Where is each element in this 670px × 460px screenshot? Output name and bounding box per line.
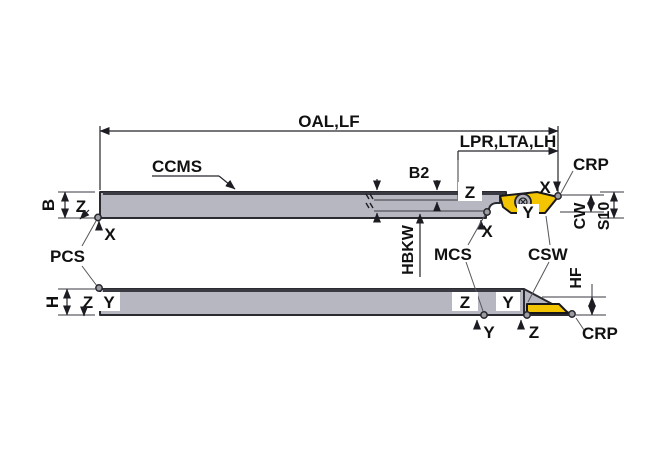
reference-dot-plan-tip [568,310,576,318]
point-z-plan-edge-label: Z [529,323,539,342]
point-z-head-label: Z [465,183,475,202]
z-plan-bar-knockout [452,292,478,311]
plan-view: H Z Y MCS CSW Z Y Y Z [43,214,618,343]
z-head-knockout [458,182,482,201]
dimension-b2-label: B2 [409,165,430,182]
dimension-b-label: B [39,199,58,211]
pcs-label: PCS [50,247,85,266]
dimension-b2: B2 [409,165,441,212]
side-view-shank [99,191,507,219]
point-z-plan-bar-label: Z [460,293,470,312]
point-x-head-label: X [481,222,493,241]
reference-dot-plan-left [95,284,103,292]
dimension-s10-label: S10 [596,202,613,231]
callout-csw: CSW [527,215,569,303]
reference-dot-corner-radius [554,192,562,200]
y-plan-bar-knockout [496,292,520,311]
side-view: OAL,LF LPR,LTA,LH CCMS B Z X PCS [39,112,624,287]
dimension-s10: S10 [596,191,624,231]
point-y-plan-bar-label: Y [502,293,514,312]
crp-bottom-label: CRP [582,324,618,343]
mcs-label: MCS [434,245,472,264]
y-insert-knockout [517,204,539,221]
dimension-h: H [43,288,95,316]
dimension-lpr-label: LPR,LTA,LH [460,132,557,151]
dimension-cw-label: CW [572,202,589,230]
z-shank-arrow [79,209,90,220]
point-y-plan-left-label: Y [103,293,115,312]
ditto-marks [365,193,374,209]
point-z-plan-left-label: Z [83,293,93,312]
reference-dot-plan-z [523,311,531,319]
y-plan-left-knockout [98,292,120,311]
reference-dot-plan-y [480,311,488,319]
reference-dot-shank-end [94,213,102,222]
point-z-shank-label: Z [76,197,86,216]
dimension-h-label: H [43,296,62,308]
dimension-b: B [39,191,95,219]
dimension-hf-label: HF [568,267,585,289]
callout-mcs: MCS [434,214,486,312]
csw-label: CSW [528,245,569,264]
dimension-oal-lf: OAL,LF [99,112,559,192]
crp-top-label: CRP [573,155,609,174]
point-x-shank-label: X [104,225,116,244]
dimension-hbkw-label: HBKW [400,224,417,275]
callout-crp-bottom: CRP [575,317,618,343]
dimension-cw: CW [560,194,604,230]
callout-pcs: PCS [50,220,98,287]
plan-view-insert [526,303,569,314]
point-x-tip-label: X [539,178,551,197]
callout-crp-top: CRP [560,155,609,194]
seat-reference-lines [365,179,485,223]
dimension-lpr-lta-lh: LPR,LTA,LH [457,132,559,199]
dimension-hbkw: HBKW [400,213,424,277]
dimension-hf: HF [542,267,606,316]
callout-ccms: CCMS [152,157,236,190]
point-y-plan-edge-label: Y [483,323,495,342]
point-y-insert-label: Y [522,203,534,222]
reference-dot-head [483,208,491,216]
ccms-label: CCMS [152,157,202,176]
dimension-oal-lf-label: OAL,LF [298,112,359,131]
